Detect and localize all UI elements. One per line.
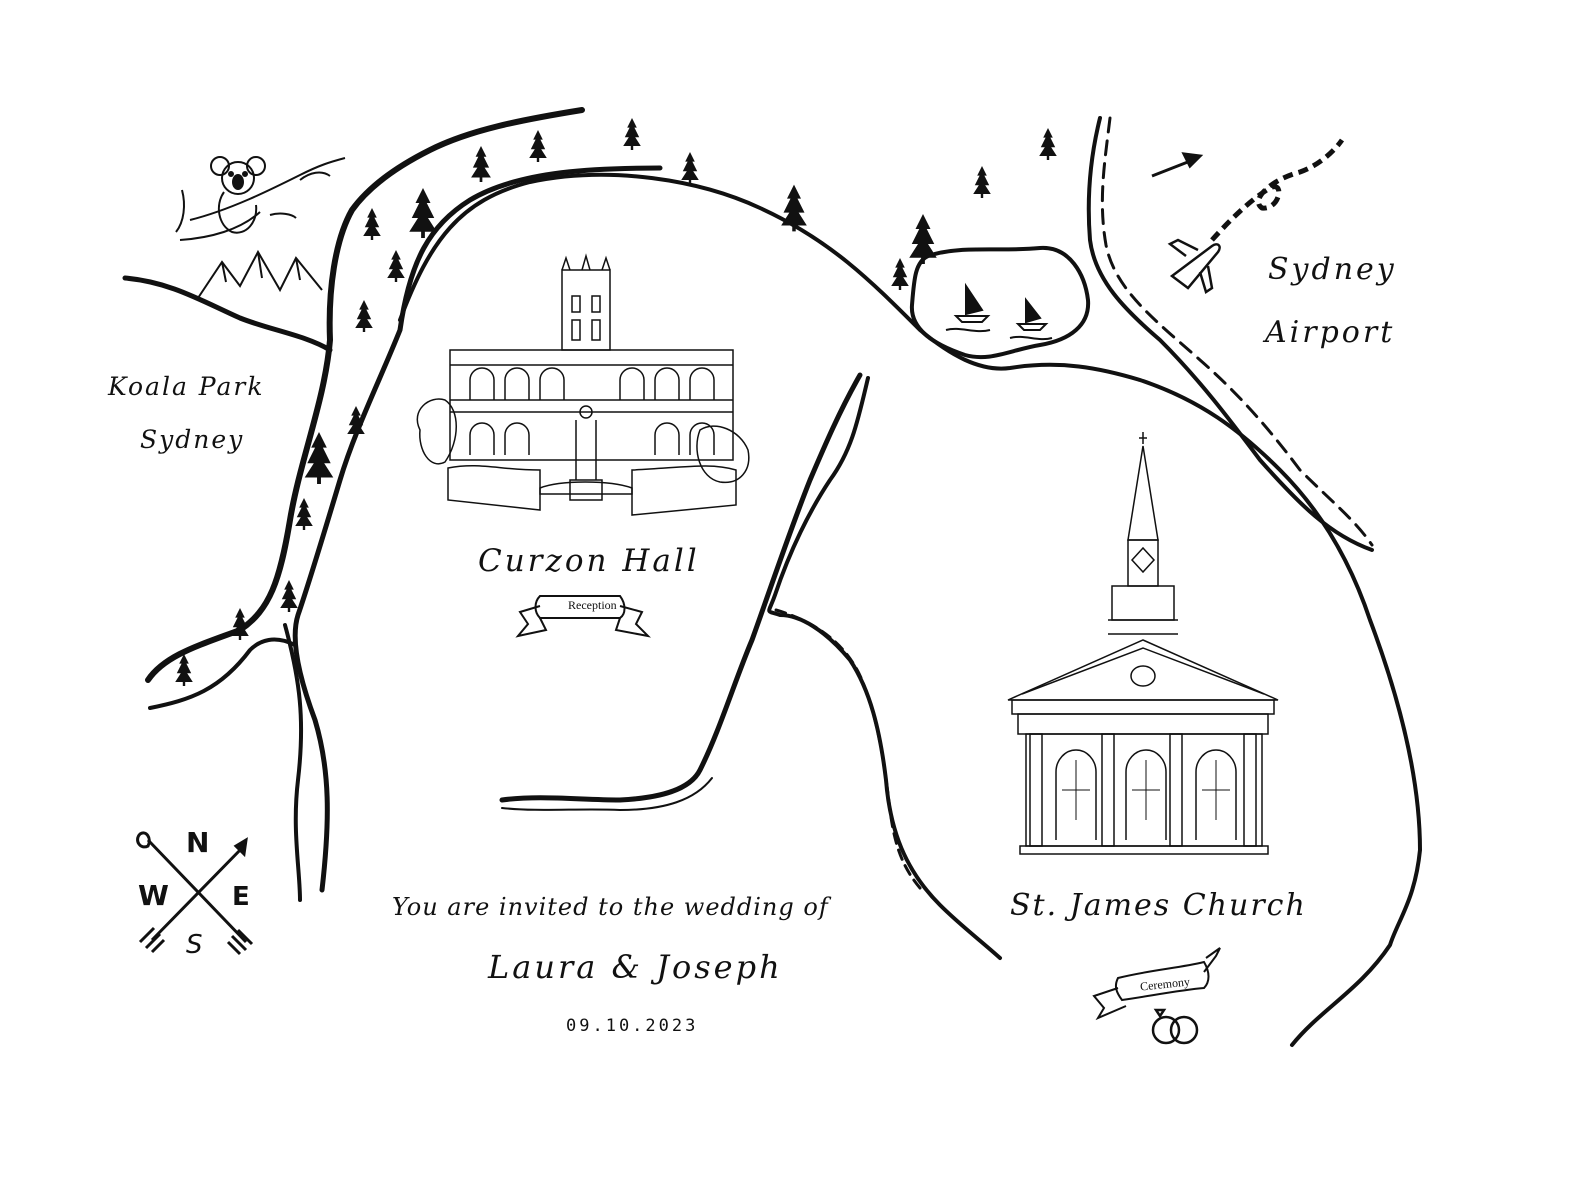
ceremony-ribbon: [1092, 947, 1221, 1021]
wedding-rings-icon: [1151, 1008, 1199, 1045]
compass-south: S: [186, 930, 203, 960]
road-top-arc: [398, 172, 1422, 1047]
river-branch-bottom: [148, 637, 297, 710]
lake: [909, 245, 1091, 360]
st-james-church-label: St. James Church: [1010, 888, 1307, 923]
airport-label-line2: Airport: [1265, 315, 1396, 350]
river-bottom-left: [283, 623, 304, 902]
mountains-icon: [197, 249, 323, 299]
airport-label-line1: Sydney: [1268, 252, 1397, 287]
koala-park-label-line2: Sydney: [140, 425, 245, 454]
compass-west: W: [138, 879, 169, 912]
arrow-icon: [1151, 152, 1204, 178]
river-left-inner: [292, 165, 663, 893]
couple-names: Laura & Joseph: [488, 948, 783, 986]
koala-park-label-line1: Koala Park: [108, 372, 265, 401]
curzon-hall-label: Curzon Hall: [478, 543, 700, 579]
river-center: [499, 372, 863, 803]
wedding-date: 09.10.2023: [566, 1016, 699, 1036]
compass-east: E: [232, 882, 250, 912]
st-james-church-building: [1007, 432, 1279, 855]
reception-ribbon: [515, 595, 651, 638]
river-center-bank: [501, 777, 713, 811]
koala-icon: [175, 156, 346, 241]
sailboat-icon: [1009, 297, 1053, 341]
road-center-dashed: [774, 608, 922, 890]
curzon-hall-building: [416, 253, 750, 516]
river-center-east: [767, 376, 1002, 960]
road-airport-dashed: [1100, 116, 1374, 547]
sailboat-icon: [945, 282, 991, 333]
invitation-line: You are invited to the wedding of: [392, 893, 829, 921]
reception-ribbon-label: Reception: [568, 598, 617, 612]
compass-rose-icon: [136, 831, 254, 956]
compass-north: N: [186, 826, 210, 859]
airplane-icon: [1167, 238, 1221, 294]
river-airport-west: [1086, 116, 1374, 552]
river-branch-koala: [122, 275, 333, 353]
flight-path-dashed: [1210, 138, 1345, 242]
